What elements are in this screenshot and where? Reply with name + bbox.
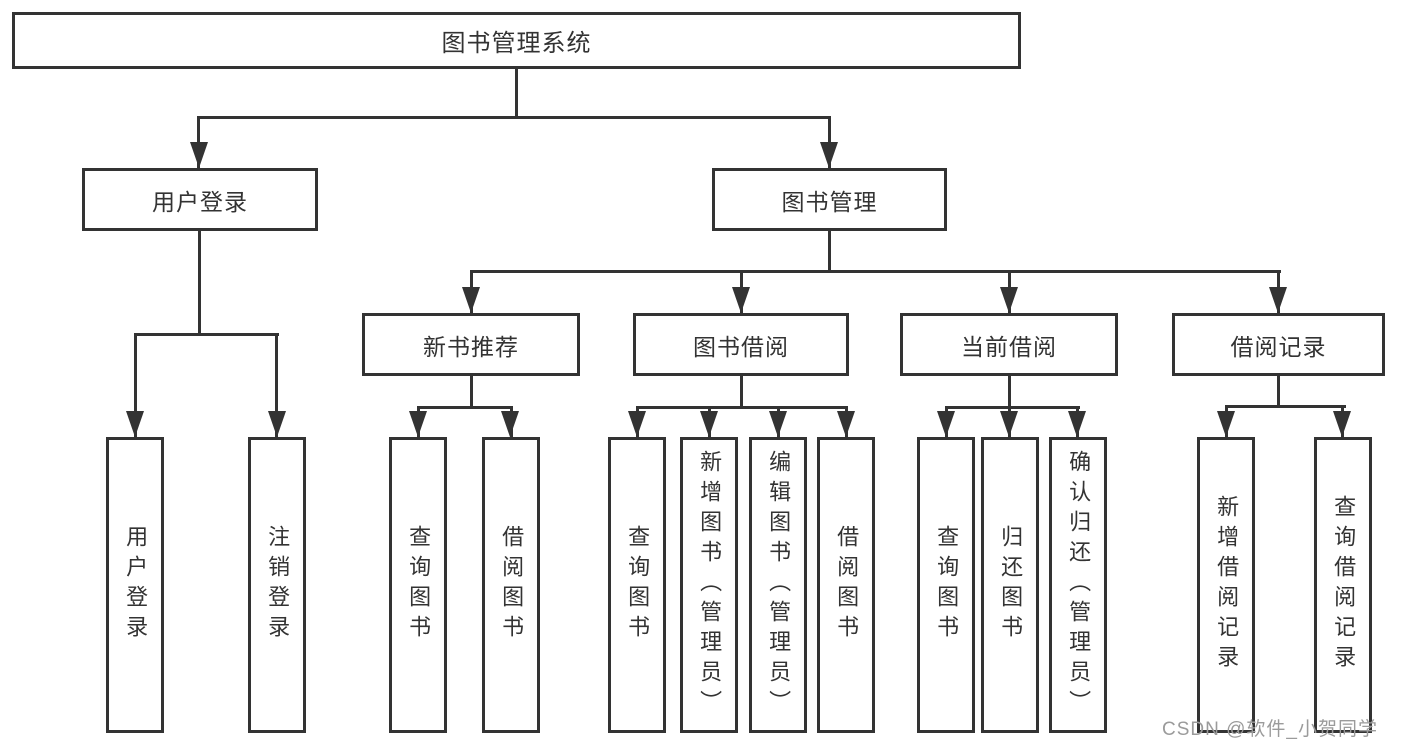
node-label: 查询图书 (406, 525, 432, 645)
arrow-down-icon (820, 142, 838, 168)
connector-line (470, 270, 1281, 273)
leaf-borrowing-borrow-books: 借阅图书 (817, 437, 875, 733)
arrow-down-icon (1000, 287, 1018, 313)
connector-line (945, 406, 1080, 409)
node-new-book-recommendation: 新书推荐 (362, 313, 580, 376)
node-label: 新增图书（管理员） (697, 450, 723, 720)
node-borrowing-records: 借阅记录 (1172, 313, 1385, 376)
node-user-login: 用户登录 (82, 168, 318, 231)
node-book-management: 图书管理 (712, 168, 947, 231)
node-label: 用户登录 (123, 525, 149, 645)
node-label: 确认归还（管理员） (1066, 450, 1092, 720)
leaf-logout: 注销登录 (248, 437, 306, 733)
arrow-down-icon (462, 287, 480, 313)
node-label: 当前借阅 (961, 333, 1057, 360)
connector-line (134, 333, 279, 336)
arrow-down-icon (1000, 411, 1018, 437)
node-label: 新增借阅记录 (1214, 495, 1240, 675)
arrow-down-icon (126, 411, 144, 437)
node-label: 查询借阅记录 (1331, 495, 1357, 675)
node-library-management-system: 图书管理系统 (12, 12, 1021, 69)
arrow-down-icon (1068, 411, 1086, 437)
node-label: 借阅图书 (834, 525, 860, 645)
node-label: 图书管理系统 (441, 30, 592, 57)
arrow-down-icon (268, 411, 286, 437)
connector-line (1225, 405, 1346, 408)
node-label: 编辑图书（管理员） (766, 450, 792, 720)
connector-line (134, 333, 137, 437)
arrow-down-icon (190, 142, 208, 168)
node-label: 图书借阅 (693, 333, 789, 360)
leaf-records-query-borrow-record: 查询借阅记录 (1314, 437, 1372, 733)
arrow-down-icon (700, 411, 718, 437)
arrow-down-icon (732, 287, 750, 313)
connector-line (275, 333, 278, 437)
arrow-down-icon (1333, 411, 1351, 437)
node-label: 注销登录 (265, 525, 291, 645)
node-label: 借阅图书 (499, 525, 525, 645)
leaf-borrowing-edit-books-admin: 编辑图书（管理员） (749, 437, 807, 733)
node-current-borrowing: 当前借阅 (900, 313, 1118, 376)
arrow-down-icon (1217, 411, 1235, 437)
leaf-borrowing-add-books-admin: 新增图书（管理员） (680, 437, 738, 733)
arrow-down-icon (501, 411, 519, 437)
leaf-current-query-books: 查询图书 (917, 437, 975, 733)
leaf-user-login: 用户登录 (106, 437, 164, 733)
connector-line (198, 230, 201, 336)
connector-line (470, 376, 473, 408)
connector-line (197, 116, 831, 119)
connector-line (1277, 376, 1280, 407)
leaf-borrowing-query-books: 查询图书 (608, 437, 666, 733)
connector-line (828, 230, 831, 273)
node-label: 查询图书 (934, 525, 960, 645)
arrow-down-icon (1269, 287, 1287, 313)
arrow-down-icon (937, 411, 955, 437)
arrow-down-icon (409, 411, 427, 437)
node-label: 查询图书 (625, 525, 651, 645)
leaf-recommend-query-books: 查询图书 (389, 437, 447, 733)
leaf-recommend-borrow-books: 借阅图书 (482, 437, 540, 733)
node-label: 新书推荐 (423, 333, 519, 360)
connector-line (1008, 376, 1011, 408)
connector-line (636, 406, 848, 409)
arrow-down-icon (628, 411, 646, 437)
connector-line (515, 68, 518, 119)
node-label: 借阅记录 (1230, 333, 1327, 360)
watermark: CSDN @软件_小贺同学 (1162, 719, 1378, 740)
arrow-down-icon (837, 411, 855, 437)
arrow-down-icon (769, 411, 787, 437)
connector-line (417, 406, 513, 409)
node-label: 图书管理 (781, 188, 878, 215)
leaf-records-add-borrow-record: 新增借阅记录 (1197, 437, 1255, 733)
leaf-current-return-books: 归还图书 (981, 437, 1039, 733)
node-label: 归还图书 (998, 525, 1024, 645)
node-book-borrowing: 图书借阅 (633, 313, 849, 376)
leaf-current-confirm-return-admin: 确认归还（管理员） (1049, 437, 1107, 733)
node-label: 用户登录 (152, 188, 248, 215)
connector-line (740, 376, 743, 408)
